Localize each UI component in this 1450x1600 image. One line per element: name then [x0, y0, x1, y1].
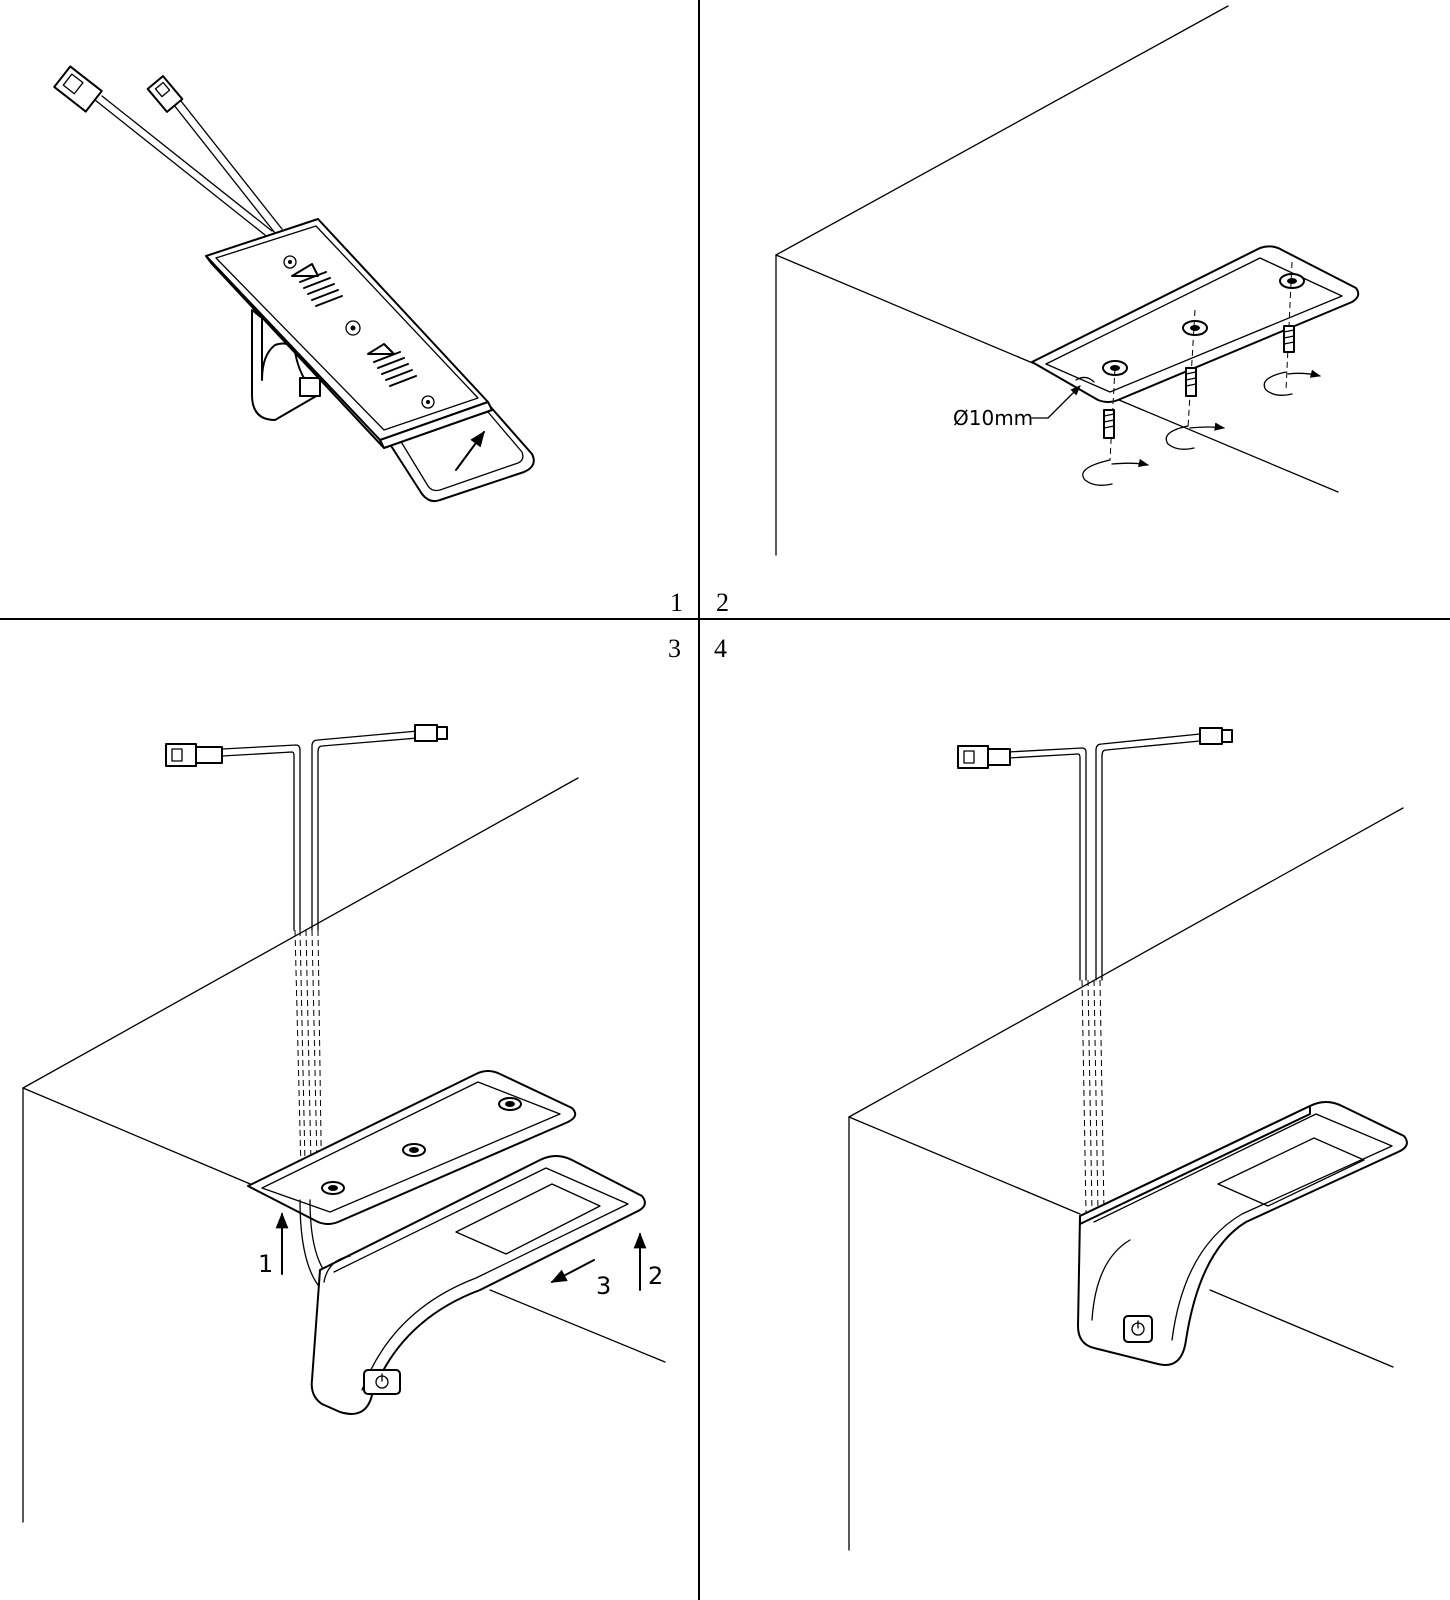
step-number-3: 3 [668, 634, 681, 663]
cable-harness [221, 730, 419, 931]
power-icon [375, 1373, 389, 1389]
slide-direction-arrow [367, 343, 417, 387]
motion-step-label: 1 [258, 1250, 273, 1278]
step-number-2: 2 [716, 588, 729, 617]
step-number-4: 4 [714, 634, 727, 663]
rotation-arrow-icon [1263, 371, 1293, 396]
rotation-arrow-icon [1287, 369, 1322, 378]
motion-step-label: 3 [596, 1272, 611, 1300]
connector-plug-icon [1199, 727, 1233, 745]
screw-hole [1279, 273, 1305, 289]
cabinet-outline [848, 807, 1404, 1551]
step-2-panel: Ø10mm [775, 5, 1360, 556]
power-icon [1131, 1320, 1145, 1336]
slide-direction-arrow [291, 263, 343, 307]
cable-pair [94, 95, 283, 236]
connector-plug-icon [165, 743, 223, 767]
screw-icon [1103, 409, 1115, 439]
light-fixture [1077, 1101, 1408, 1366]
light-fixture [310, 1155, 646, 1415]
screw-icon [1283, 325, 1295, 353]
step-number-1: 1 [670, 588, 683, 617]
connector-plug-icon [957, 745, 1011, 769]
cabinet-outline [22, 777, 666, 1523]
cable-harness [1007, 733, 1201, 981]
step-4-panel [848, 727, 1408, 1551]
connector-plug-icon [146, 75, 184, 113]
screw-hole [1182, 320, 1208, 336]
rotation-arrow-icon [1111, 458, 1150, 467]
step-3-panel: 1 2 3 [22, 724, 666, 1523]
cabinet-outline [775, 5, 1339, 556]
motion-step-label: 2 [648, 1262, 663, 1290]
hole-diameter-label: Ø10mm [953, 406, 1033, 430]
connector-plug-icon [53, 65, 103, 113]
rotation-arrow-icon [1189, 422, 1226, 431]
screw-icon [1185, 367, 1197, 397]
step-1-panel [53, 65, 535, 503]
rotation-arrow-icon [1165, 425, 1195, 450]
rotation-arrow-icon [1082, 459, 1113, 486]
connector-plug-icon [414, 724, 448, 742]
